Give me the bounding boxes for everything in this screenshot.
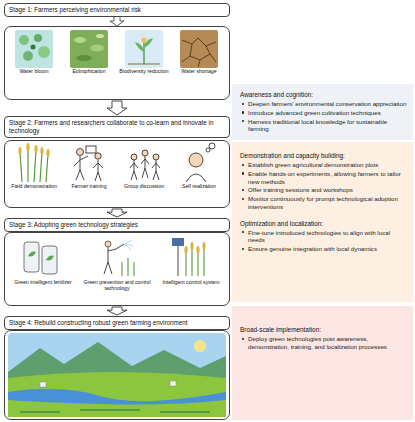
section-heading: Optimization and localization:	[240, 220, 407, 228]
bullet-dot	[242, 198, 244, 200]
bullet-item: Introduce advanced green cultivation tec…	[240, 109, 407, 117]
bullet-text: Enable hands-on experiments, allowing fa…	[248, 170, 401, 185]
inner-arrow	[110, 16, 124, 26]
illustration-caption: Biodiversity reduction	[117, 69, 171, 75]
block-arrow	[107, 101, 127, 115]
illustration-caption: Self realization	[172, 184, 226, 190]
block-arrow	[107, 307, 127, 315]
biodiversity-icon	[125, 30, 163, 68]
bullet-item: Establish green agricultural demonstrati…	[240, 161, 407, 169]
section-heading: Demonstration and capacity building:	[240, 152, 407, 160]
caption-block: Intelligent control system	[155, 280, 227, 286]
bullet-dot	[242, 248, 244, 250]
illustration-item: Water bloom	[7, 29, 61, 97]
caption-block: Water bloom	[7, 69, 61, 75]
bullet-item: Enable hands-on experiments, allowing fa…	[240, 170, 407, 186]
illustration-caption: Green intelligent fertilizer	[7, 280, 79, 286]
stage-box: Stage 4: Rebuild constructing robust gre…	[4, 316, 230, 420]
caption-block: Biodiversity reduction	[117, 69, 171, 75]
stage-box: Stage 1: Farmers perceiving environmenta…	[4, 3, 230, 100]
bullet-item: Deploy green technologies post awareness…	[240, 335, 407, 351]
stage-heading: Stage 3: Adopting green technology strat…	[4, 218, 230, 232]
bullet-text: Introduce advanced green cultivation tec…	[248, 109, 381, 116]
block-arrow	[107, 209, 127, 217]
illustration-item: Intelligent control system	[155, 234, 227, 304]
stage-heading: Stage 1: Farmers perceiving environmenta…	[4, 3, 230, 17]
bullet-item: Harness traditional local knowledge for …	[240, 118, 407, 134]
bullet-text: Monitor continuously for prompt technolo…	[248, 195, 398, 210]
stage-panel	[4, 330, 230, 420]
bullet-item: Monitor continuously for prompt technolo…	[240, 195, 407, 211]
caption-block: Water shortage	[172, 69, 226, 75]
caption-block: Farmer training	[62, 184, 116, 190]
note-band: Broad-scale implementation:Deploy green …	[232, 306, 413, 420]
illustration-caption: Water bloom	[7, 69, 61, 75]
bullet-dot	[242, 103, 244, 105]
caption-block: Green intelligent fertilizer	[7, 280, 79, 286]
bullet-dot	[242, 111, 244, 113]
note-band: Demonstration and capacity building:Esta…	[232, 142, 413, 302]
illustration-item: Self realization	[172, 142, 226, 206]
bullet-text: Deploy green technologies post awareness…	[248, 335, 387, 350]
eutrophication-icon	[70, 30, 108, 68]
stage-heading: Stage 4: Rebuild constructing robust gre…	[4, 316, 230, 330]
water-shortage-icon	[180, 30, 218, 68]
section-heading: Awareness and cognition:	[240, 91, 407, 99]
illustration-caption: Water shortage	[172, 69, 226, 75]
farmer-training-icon	[74, 146, 103, 181]
bullet-dot	[242, 231, 244, 233]
stage-panel	[4, 140, 230, 208]
illustration-caption: Field demonstration	[7, 184, 61, 190]
water-bloom-icon	[15, 30, 53, 68]
stage-panel	[4, 232, 230, 306]
bullet-text: Ensure genuine integration with local dy…	[248, 245, 377, 252]
section-heading: Broad-scale implementation:	[240, 326, 407, 334]
illustration-caption: Group discussion	[117, 184, 171, 190]
note-band: Awareness and cognition:Deepen farmers' …	[232, 84, 413, 140]
bullet-dot	[242, 189, 244, 191]
caption-block: Field demonstration	[7, 184, 61, 190]
bullet-item: Fine-tune introduced technologies to ali…	[240, 229, 407, 245]
bullet-dot	[242, 172, 244, 174]
illustration-caption: Eutrophication	[62, 69, 116, 75]
illustration-item: Eutrophication	[62, 29, 116, 97]
stage-box: Stage 3: Adopting green technology strat…	[4, 218, 230, 306]
caption-block: Group discussion	[117, 184, 171, 190]
bullet-dot	[242, 120, 244, 122]
stage-panel	[4, 26, 230, 100]
bullet-dot	[242, 338, 244, 340]
caption-block: Eutrophication	[62, 69, 116, 75]
bullet-item: Deepen farmers' environmental conservati…	[240, 100, 407, 108]
illustration-item: Group discussion	[117, 142, 171, 206]
illustration-item: Green intelligent fertilizer	[7, 234, 79, 304]
bullet-text: Establish green agricultural demonstrati…	[248, 161, 378, 168]
self-realization-icon	[186, 143, 215, 182]
bullet-item: Offer training sessions and workshops	[240, 186, 407, 194]
bullet-text: Deepen farmers' environmental conservati…	[248, 100, 406, 107]
bullet-text: Fine-tune introduced technologies to ali…	[248, 229, 390, 244]
caption-block: Green prevention and control technology	[81, 280, 153, 292]
field-demonstration-icon	[18, 143, 49, 182]
group-discussion-icon	[130, 150, 160, 180]
bullet-item: Ensure genuine integration with local dy…	[240, 245, 407, 253]
bullet-text: Harness traditional local knowledge for …	[248, 118, 387, 133]
stage-heading: Stage 2: Farmers and researchers collabo…	[4, 116, 230, 138]
illustration-item: Water shortage	[172, 29, 226, 97]
illustration-caption: Farmer training	[62, 184, 116, 190]
caption-block: Self realization	[172, 184, 226, 190]
bullet-text: Offer training sessions and workshops	[248, 186, 353, 193]
bullet-dot	[242, 164, 244, 166]
fertilizer-icon	[24, 242, 57, 274]
green-landscape	[8, 333, 226, 417]
stage-box: Stage 2: Farmers and researchers collabo…	[4, 116, 230, 208]
illustration-item: Farmer training	[62, 142, 116, 206]
prevention-control-icon	[104, 240, 134, 276]
illustration-item: Field demonstration	[7, 142, 61, 206]
illustration-item: Biodiversity reduction	[117, 29, 171, 97]
illustration-caption: Green prevention and control technology	[81, 280, 153, 292]
illustration-item: Green prevention and control technology	[81, 234, 153, 304]
illustration-caption: Intelligent control system	[155, 280, 227, 286]
control-system-icon	[172, 238, 206, 276]
